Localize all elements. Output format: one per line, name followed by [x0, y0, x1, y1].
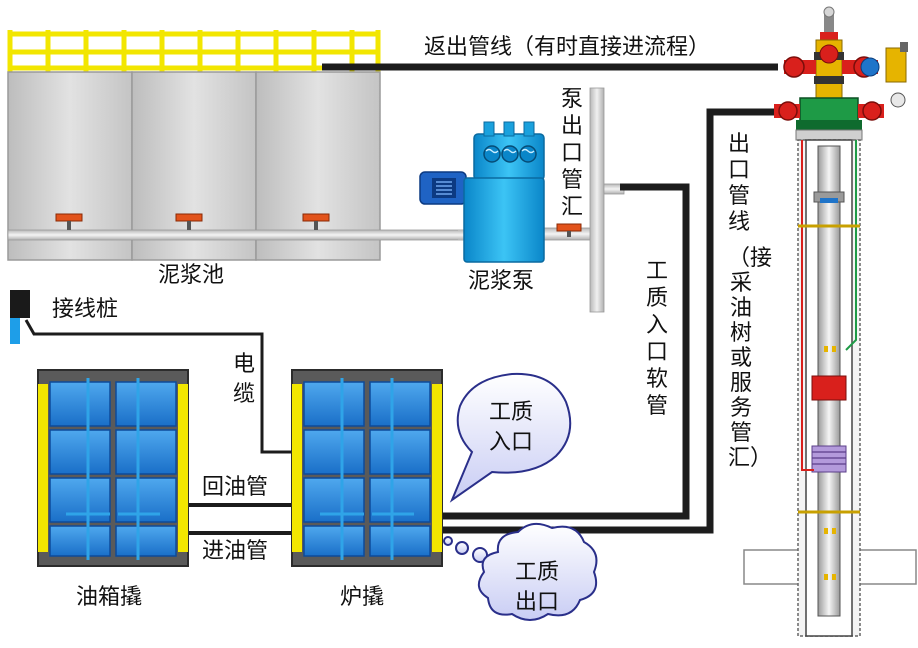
- skid-oil-pipes: [188, 503, 292, 535]
- pump-outlet-manifold: [556, 87, 625, 313]
- terminal-post-label: 接线桩: [52, 297, 118, 322]
- oil-feed-pipe-label: 进油管: [202, 539, 268, 564]
- mud-suction-pipe: [7, 229, 479, 241]
- wellhead: [743, 6, 917, 637]
- mud-pit-label: 泥浆池: [158, 263, 224, 288]
- return-line-label: 返出管线（有时直接进流程）: [424, 35, 710, 60]
- fluid-inlet-callout: [449, 372, 572, 503]
- fluid-inlet-bubble-label: 工质入口: [488, 400, 533, 455]
- outlet-line-label: 出口管线: [728, 132, 751, 235]
- oil-tank-skid: [37, 369, 189, 567]
- fluid-outlet-bubble-label: 工质出口: [514, 560, 559, 615]
- oil-return-pipe-label: 回油管: [202, 475, 268, 500]
- power-cable: [24, 319, 294, 454]
- labels: 返出管线（有时直接进流程） 泥浆池 泥浆泵 接线桩 回油管 进油管 油箱撬 炉撬: [52, 35, 710, 610]
- tank-valve-2: [175, 213, 203, 230]
- tank-valve-1: [55, 213, 83, 230]
- fluid-inlet-hose-pipe: [442, 183, 690, 520]
- fluid-inlet-hose-label: 工质入口软管: [646, 259, 669, 419]
- furnace-skid-label: 炉撬: [340, 585, 384, 610]
- mud-pump-label: 泥浆泵: [468, 269, 534, 294]
- tank-valve-3: [302, 213, 330, 230]
- furnace-skid: [291, 369, 443, 567]
- mud-pump: [419, 121, 597, 263]
- manifold-valve: [556, 223, 582, 237]
- mud-pit: [7, 30, 479, 261]
- cable-label: 电缆: [233, 352, 256, 407]
- terminal-post: [10, 290, 30, 344]
- fluid-outlet-callout: [443, 522, 598, 621]
- oil-tank-skid-label: 油箱撬: [76, 585, 142, 610]
- outlet-line-note-label: （接采油树或服务管汇）: [728, 246, 773, 471]
- pump-outlet-manifold-label: 泵出口管汇: [561, 87, 584, 220]
